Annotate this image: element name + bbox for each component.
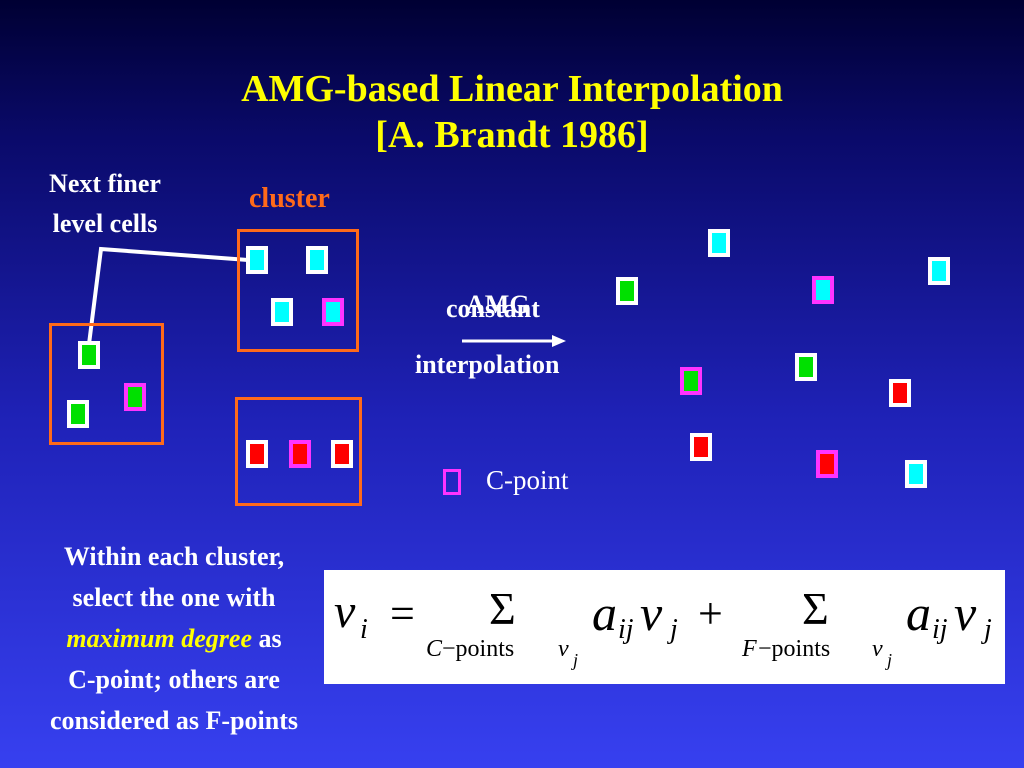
formula-lhs-sub: i xyxy=(360,614,368,645)
formula-term-a-sub-1: ij xyxy=(618,614,634,645)
formula-term-v-sub-2: j xyxy=(984,614,992,645)
slide-title: AMG-based Linear Interpolation [A. Brand… xyxy=(0,66,1024,158)
formula-f-sub-v-sub: j xyxy=(887,650,893,670)
formula-f-sub-letter: F xyxy=(742,636,757,662)
c-point-cell-cyan xyxy=(322,298,344,326)
description-text: Within each cluster, select the one with… xyxy=(4,536,344,741)
formula-c-sub-v: v xyxy=(558,636,569,662)
arrow-label-interpolation: interpolation xyxy=(415,350,560,379)
formula-term-v-sub-1: j xyxy=(670,614,678,645)
formula-sigma-f: Σ xyxy=(802,583,829,634)
arrow-label-constant: constant xyxy=(446,294,540,323)
arrow-label-amg: AMG xyxy=(466,290,530,319)
c-point-cell-green xyxy=(124,383,146,411)
c-point-cell-red xyxy=(289,440,311,468)
cluster-box-green xyxy=(49,323,164,445)
coarse-cell-cyan xyxy=(708,229,730,257)
title-line-1: AMG-based Linear Interpolation xyxy=(241,68,783,110)
formula-term-a-sub-2: ij xyxy=(932,614,948,645)
coarse-cell-red xyxy=(889,379,911,407)
fine-cell-red xyxy=(331,440,353,468)
fine-cell-cyan xyxy=(271,298,293,326)
coarse-cell-cyan xyxy=(905,460,927,488)
next-finer-line-2: level cells xyxy=(52,209,158,238)
formula-c-sub-letter: C xyxy=(426,636,443,662)
coarse-cell-red xyxy=(690,433,712,461)
fine-cell-green xyxy=(67,400,89,428)
formula-sigma-c: Σ xyxy=(489,583,516,634)
coarse-c-point-green xyxy=(680,367,702,395)
c-point-legend-label: C-point xyxy=(486,465,569,495)
fine-cell-cyan xyxy=(306,246,328,274)
formula-lhs-var: v xyxy=(334,585,356,638)
cluster-label: cluster xyxy=(249,183,330,214)
description-after-highlight: as xyxy=(251,624,282,653)
fine-cell-red xyxy=(246,440,268,468)
coarse-cell-green xyxy=(616,277,638,305)
formula-term-v-1: v xyxy=(640,585,663,641)
fine-cell-cyan xyxy=(246,246,268,274)
formula-c-sub-text: −points xyxy=(442,636,515,662)
description-line-1: Within each cluster, xyxy=(63,542,285,571)
coarse-cell-green xyxy=(795,353,817,381)
formula-term-a-1: a xyxy=(592,585,617,641)
description-highlight: maximum degree xyxy=(66,624,252,653)
coarse-cell-cyan xyxy=(928,257,950,285)
cluster-box-cyan xyxy=(237,229,359,352)
c-point-legend-swatch xyxy=(443,469,461,495)
formula-equals: = xyxy=(390,589,415,638)
pointer-line xyxy=(86,246,249,353)
formula-f-sub-v: v xyxy=(872,636,883,662)
coarse-c-point-red xyxy=(816,450,838,478)
coarse-c-point-cyan xyxy=(812,276,834,304)
next-finer-label: Next finer level cells xyxy=(20,164,190,244)
interpolation-arrow-head xyxy=(552,335,566,347)
title-line-2: [A. Brandt 1986] xyxy=(375,114,649,156)
description-line-3: maximum degree as xyxy=(4,618,344,659)
next-finer-line-1: Next finer xyxy=(49,169,161,198)
description-line-2: select the one with xyxy=(72,583,276,612)
formula-f-sub-text: −points xyxy=(758,636,831,662)
description-line-5: considered as F-points xyxy=(50,706,298,735)
formula-term-v-2: v xyxy=(954,585,977,641)
cluster-box-red xyxy=(235,397,362,506)
description-line-4: C-point; others are xyxy=(68,665,280,694)
fine-cell-green xyxy=(78,341,100,369)
formula-plus: + xyxy=(698,589,723,638)
interpolation-formula: v i = Σ C −points v j a ij v j + Σ F −po… xyxy=(324,570,1005,684)
formula-term-a-2: a xyxy=(906,585,931,641)
formula-c-sub-v-sub: j xyxy=(573,650,579,670)
